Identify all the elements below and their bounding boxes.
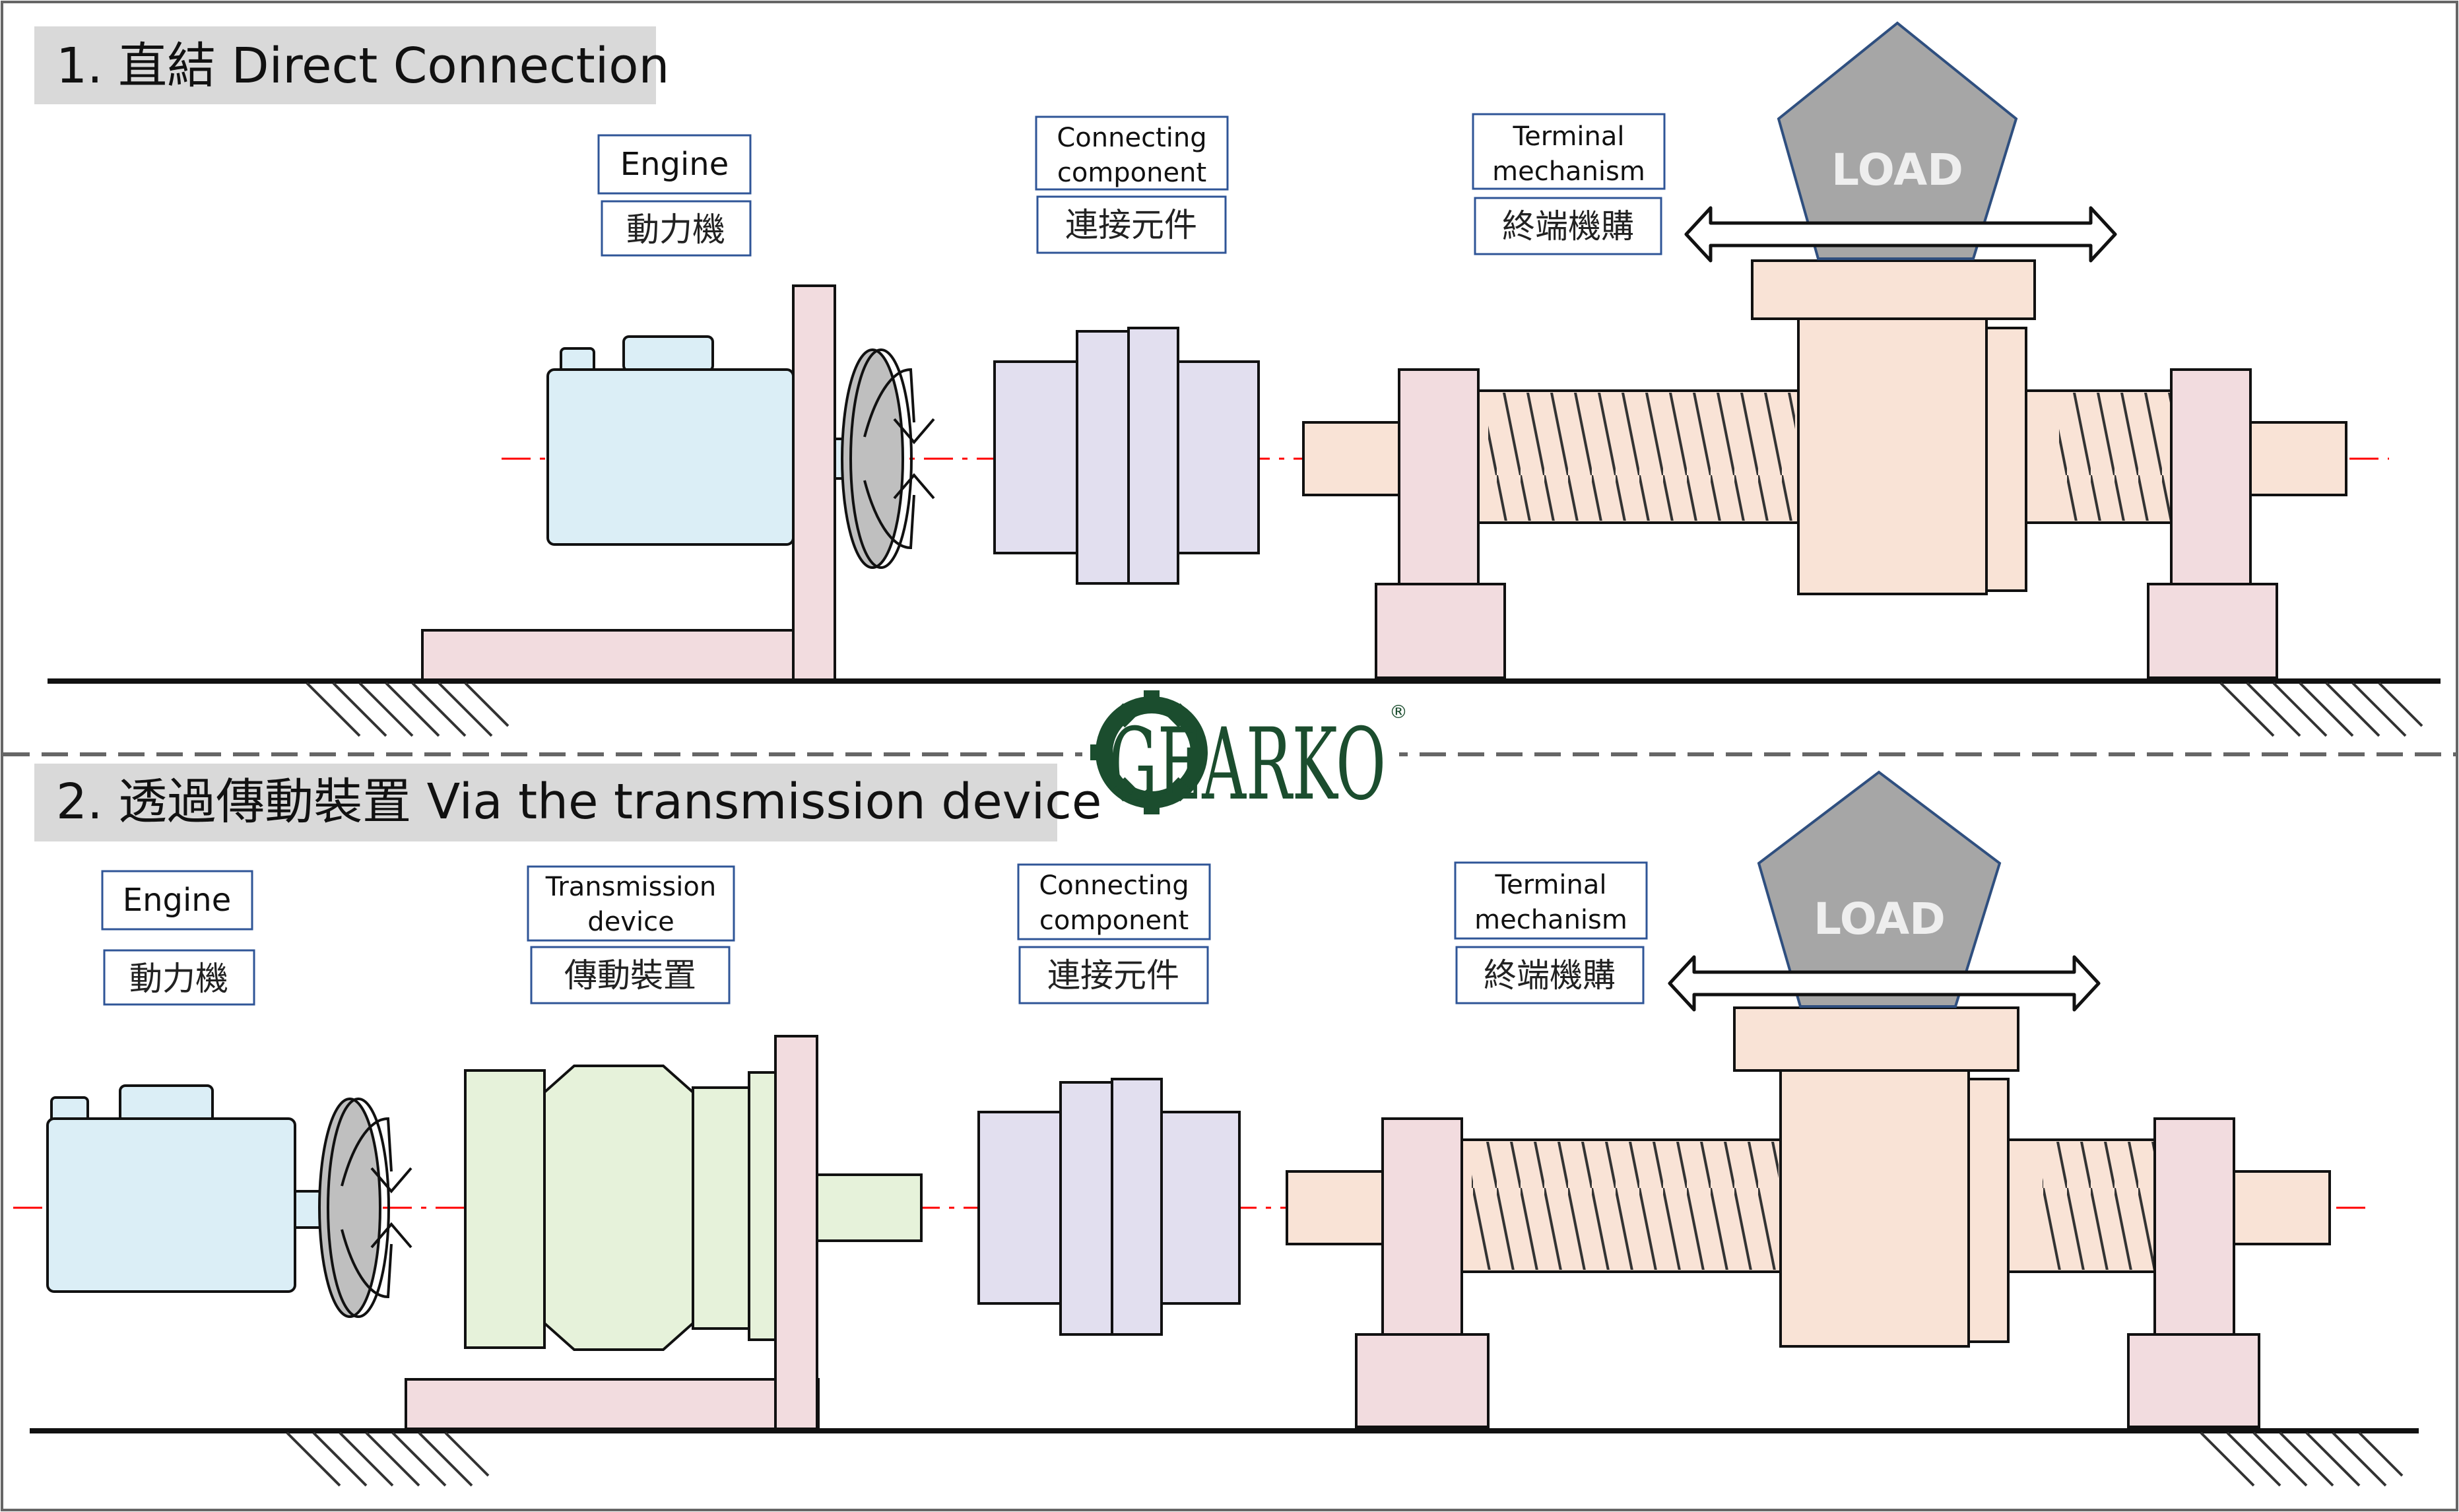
ground-hatch-left <box>306 682 509 737</box>
gear-icon <box>1090 690 1208 814</box>
gearko-logo: GEARKO ® <box>1082 686 1408 822</box>
label-connecting-component: Connecting component 連接元件 <box>1017 863 1211 1004</box>
svg-text:Engine: Engine <box>620 146 729 183</box>
svg-text:連接元件: 連接元件 <box>1065 206 1197 244</box>
section1-title-bg <box>34 26 656 104</box>
engine-mount-bracket <box>421 284 836 681</box>
svg-text:mechanism: mechanism <box>1474 905 1627 935</box>
svg-text:連接元件: 連接元件 <box>1047 956 1179 995</box>
load-block: LOAD <box>1668 770 2101 1012</box>
section-via-transmission: 2. 透過傳動裝置 Via the transmission device <box>13 764 2419 1487</box>
label-engine: Engine 動力機 <box>101 870 255 1006</box>
ball-screw-mechanism <box>1286 1006 2331 1428</box>
svg-text:動力機: 動力機 <box>626 211 725 249</box>
gearbox-mount-bracket <box>405 1035 820 1430</box>
svg-text:component: component <box>1039 905 1189 936</box>
coupling-component <box>977 1078 1241 1336</box>
svg-text:Connecting: Connecting <box>1039 871 1189 901</box>
logo-registered-mark: ® <box>1389 701 1408 723</box>
svg-text:Transmission: Transmission <box>545 872 716 902</box>
svg-text:Engine: Engine <box>123 882 232 919</box>
svg-text:Terminal: Terminal <box>1512 121 1624 152</box>
ground-hatch-right <box>2200 1431 2404 1487</box>
svg-text:終端機購: 終端機購 <box>1502 207 1634 246</box>
section1-title: 1. 直結 Direct Connection <box>56 38 669 94</box>
bidirectional-arrow-icon <box>1684 206 2117 263</box>
transmission-gearbox <box>464 1065 923 1351</box>
bidirectional-arrow-icon <box>1668 955 2101 1012</box>
svg-text:Connecting: Connecting <box>1057 123 1206 153</box>
svg-text:mechanism: mechanism <box>1492 156 1645 187</box>
label-transmission-device: Transmission device 傳動裝置 <box>527 865 735 1004</box>
svg-text:動力機: 動力機 <box>129 960 228 998</box>
label-engine: Engine 動力機 <box>597 134 752 257</box>
section2-title-bg <box>34 764 1057 841</box>
rotation-arrow-icon <box>318 1098 412 1318</box>
logo-text: GEARKO <box>1109 707 1386 822</box>
ball-screw-mechanism <box>1302 259 2347 679</box>
load-block: LOAD <box>1684 21 2117 263</box>
svg-text:device: device <box>587 907 674 937</box>
section2-title: 2. 透過傳動裝置 Via the transmission device <box>56 773 1101 830</box>
label-connecting-component: Connecting component 連接元件 <box>1035 115 1229 254</box>
svg-text:終端機購: 終端機購 <box>1484 956 1616 995</box>
svg-text:傳動裝置: 傳動裝置 <box>564 956 696 995</box>
svg-text:Terminal: Terminal <box>1494 870 1606 900</box>
svg-text:component: component <box>1057 158 1206 188</box>
load-label: LOAD <box>1814 894 1946 944</box>
section-direct-connection: 1. 直結 Direct Connection <box>34 21 2441 737</box>
coupling-component <box>993 327 1260 585</box>
ground-hatch-right <box>2219 682 2423 737</box>
ground-hatch-left <box>286 1431 490 1487</box>
label-terminal-mechanism: Terminal mechanism 終端機購 <box>1454 861 1648 1004</box>
rotation-arrow-icon <box>841 348 935 569</box>
load-label: LOAD <box>1831 145 1963 195</box>
label-terminal-mechanism: Terminal mechanism 終端機購 <box>1472 113 1666 255</box>
